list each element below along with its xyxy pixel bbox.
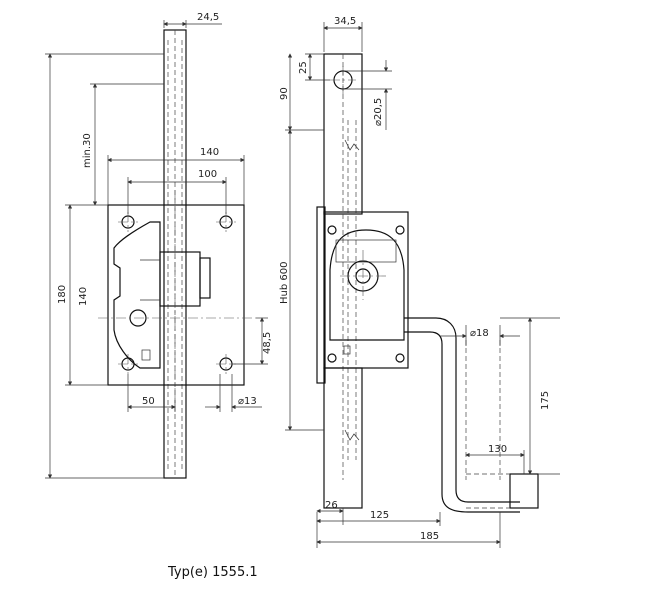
dim-handle-height: 175 (540, 391, 551, 410)
right-gear-cover (329, 229, 405, 341)
crank-handle (404, 317, 520, 513)
dim-rod-width-left: 24,5 (197, 12, 219, 23)
dim-hole-diameter: ⌀13 (238, 396, 257, 407)
crank-grip (509, 473, 539, 509)
dim-offset: 48,5 (262, 332, 273, 354)
left-gearbox-body (113, 221, 161, 369)
dim-eye-offset: 25 (298, 61, 309, 74)
right-gearbox-screw (395, 225, 405, 235)
dim-eye-diameter: ⌀20,5 (373, 98, 384, 126)
dim-min30: min.30 (82, 133, 93, 168)
dim-plate-height: 140 (78, 287, 89, 306)
dim-bottom-width: 50 (142, 396, 155, 407)
dim-base-offset: 26 (325, 500, 338, 511)
dim-rod-width-right: 34,5 (334, 16, 356, 27)
dim-hole-spacing: 100 (198, 169, 217, 180)
right-gearbox-screw (395, 353, 405, 363)
dim-top-length: 90 (279, 87, 290, 100)
right-gearbox-screw (327, 225, 337, 235)
dim-handle-diameter: ⌀18 (470, 328, 489, 339)
dim-handle-length: 130 (488, 444, 507, 455)
dim-stroke: Hub 600 (279, 262, 290, 304)
dim-to-handle: 125 (370, 510, 389, 521)
right-side-plate (316, 206, 326, 384)
right-view: 34,5 25 90 Hub 600 ⌀20,5 ⌀18 175 (279, 16, 560, 548)
right-gearbox-screw (327, 353, 337, 363)
right-gearbox (323, 211, 409, 369)
dim-plate-width: 140 (200, 147, 219, 158)
dim-total-height: 180 (57, 285, 68, 304)
drawing-caption: Typ(e) 1555.1 (167, 565, 258, 580)
dim-overall: 185 (420, 531, 439, 542)
left-mounting-plate (107, 204, 245, 386)
left-spindle-housing (159, 251, 201, 307)
left-view: 24,5 140 100 min.30 180 140 48,5 (45, 12, 273, 479)
